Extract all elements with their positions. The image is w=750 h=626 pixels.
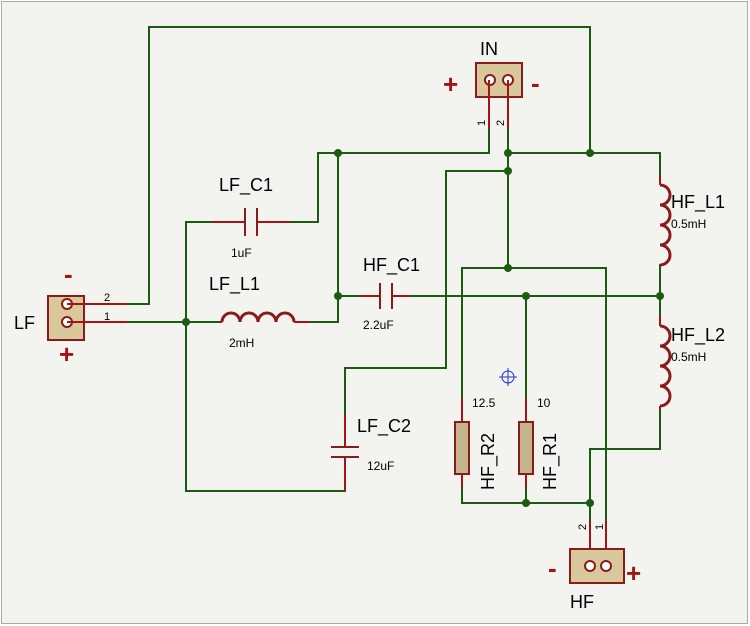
lf-l1-value: 2mH [229, 336, 254, 350]
lf-c2-label: LF_C2 [357, 416, 411, 437]
connector-lf[interactable]: LF - + 2 1 [14, 259, 127, 369]
junction-dot [586, 149, 594, 157]
junction-dot [334, 292, 342, 300]
connector-lf-plus: + [59, 339, 74, 369]
lf-l1-coil [220, 311, 296, 323]
hf-r2-label: HF_R2 [478, 433, 499, 490]
connector-in-body [475, 62, 523, 98]
hf-l2-coil [659, 324, 672, 408]
hf-l1-label: HF_L1 [671, 192, 725, 213]
connector-hf-body [569, 548, 625, 584]
connector-lf-pin1-number: 1 [104, 311, 110, 323]
wire-lf-c1-to-in-pin1 [289, 127, 490, 223]
hf-c1-value: 2.2uF [363, 318, 394, 332]
connector-hf-pin1-number: 1 [594, 524, 606, 530]
connector-hf-plus: + [626, 558, 641, 588]
junction-dot [522, 499, 530, 507]
junction-dot [182, 318, 190, 326]
inductor-lf-l1[interactable]: LF_L1 2mH [209, 274, 310, 350]
hf-l1-coil [659, 183, 672, 267]
junction-dot [504, 167, 512, 175]
lf-c1-value: 1uF [231, 246, 252, 260]
hf-r2-body [454, 421, 470, 475]
capacitor-hf-c1[interactable]: HF_C1 2.2uF [360, 255, 420, 332]
wire-lf-minus-to-top [126, 26, 591, 305]
connector-hf-pin2 [584, 560, 596, 572]
hf-r1-value: 10 [537, 396, 551, 410]
inductor-hf-l2[interactable]: HF_L2 0.5mH [659, 315, 725, 410]
connector-lf-label: LF [14, 313, 35, 333]
junction-dot [504, 264, 512, 272]
hf-r2-value: 12.5 [472, 396, 496, 410]
connector-in-pin1-number: 1 [476, 120, 488, 126]
hf-l2-value: 0.5mH [671, 350, 706, 364]
wire-to-lf-c2-top [344, 170, 509, 416]
wire-r2-bottom [461, 487, 591, 504]
wire-lf-l1-to-node [309, 152, 339, 323]
lf-c1-label: LF_C1 [219, 175, 273, 196]
capacitor-lf-c1[interactable]: LF_C1 1uF [212, 175, 290, 260]
connector-hf[interactable]: HF - + 2 1 [548, 520, 641, 612]
junction-dot [656, 292, 664, 300]
resistor-hf-r1[interactable]: 10 HF_R1 [518, 396, 561, 490]
hf-r1-label: HF_R1 [540, 433, 561, 490]
connector-in-label: IN [480, 39, 498, 59]
inductor-hf-l1[interactable]: HF_L1 0.5mH [659, 175, 725, 267]
connector-hf-minus: - [548, 553, 557, 583]
connector-hf-label: HF [570, 592, 594, 612]
wire-to-lf-c1-left [185, 221, 213, 323]
connector-in-plus: + [443, 69, 458, 99]
connector-lf-pin2-number: 2 [104, 292, 110, 304]
connector-in-minus: - [531, 68, 540, 98]
connector-hf-pin2-number: 2 [577, 524, 589, 530]
hf-c1-label: HF_C1 [363, 255, 420, 276]
connector-in-pin2-number: 2 [495, 120, 507, 126]
connector-lf-minus: - [64, 259, 73, 289]
crosshair-cursor-icon [499, 368, 517, 386]
junction-dot [334, 149, 342, 157]
junction-dot [522, 292, 530, 300]
wire-to-lf-c2-bottom [185, 321, 346, 492]
connector-in[interactable]: IN + - 1 2 [443, 39, 540, 128]
hf-l2-label: HF_L2 [671, 325, 725, 346]
wire-hf-l2-to-hf-pin2 [589, 407, 661, 521]
junctions [182, 149, 664, 507]
connector-hf-pin1 [600, 560, 612, 572]
lf-c2-value: 12uF [367, 459, 394, 473]
wire-to-hf-l1-top [507, 152, 661, 176]
junction-dot [586, 499, 594, 507]
hf-r1-body [518, 421, 534, 475]
lf-l1-label: LF_L1 [209, 274, 260, 295]
capacitor-lf-c2[interactable]: LF_C2 12uF [331, 415, 411, 491]
resistor-hf-r2[interactable]: 12.5 HF_R2 [454, 396, 499, 490]
hf-l1-value: 0.5mH [671, 217, 706, 231]
junction-dot [504, 149, 512, 157]
